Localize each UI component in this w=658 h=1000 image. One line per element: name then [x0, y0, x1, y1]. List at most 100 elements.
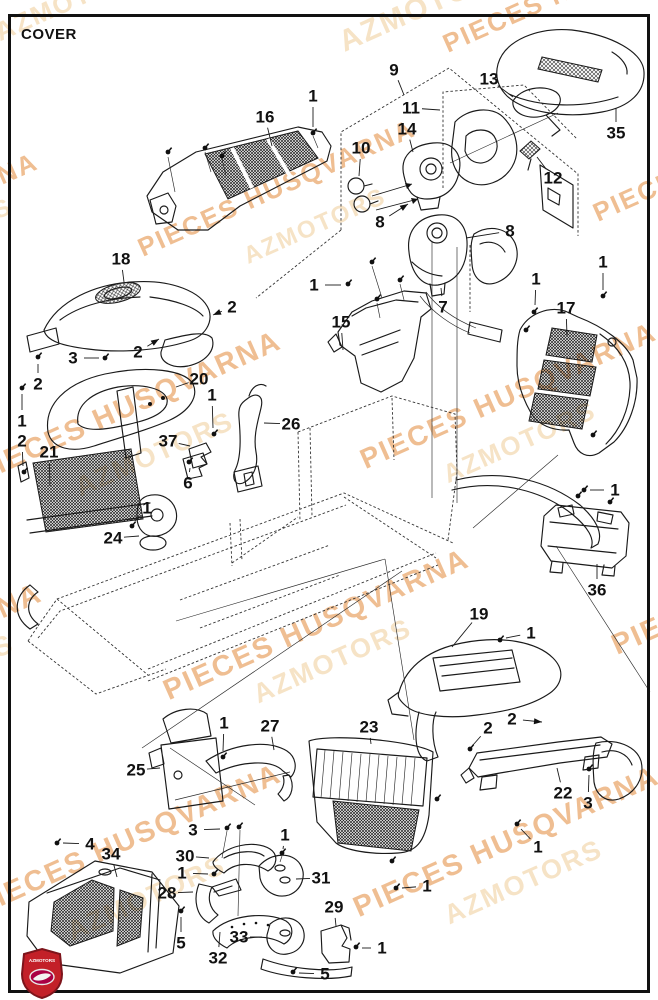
front-cover-drawing: [451, 109, 574, 229]
screw-icon: [345, 279, 353, 287]
screw-icon: [21, 467, 29, 475]
leader-line: [505, 634, 521, 639]
part-37-drawing: [188, 442, 212, 469]
part-25-drawing: [148, 708, 291, 810]
part-8-drawing: [470, 227, 518, 285]
part-number-label: 15: [332, 313, 351, 332]
leader-line: [211, 405, 214, 429]
screw-icon: [397, 275, 405, 283]
leader-line: [334, 917, 337, 927]
part-number-label: 20: [190, 370, 209, 389]
part-number-label: 23: [360, 718, 379, 737]
part-number-label: 35: [607, 124, 626, 143]
part-number-label: 1: [533, 838, 542, 857]
part-number-label: 1: [598, 253, 607, 272]
leader-arrowhead: [533, 718, 542, 725]
screw-icon: [467, 744, 475, 752]
screw-icon: [129, 521, 137, 529]
part-number-label: 12: [544, 169, 563, 188]
part-number-label: 2: [17, 432, 26, 451]
explosion-boxes: [255, 67, 579, 312]
part-22-drawing: [460, 736, 643, 801]
leader-line: [440, 287, 443, 297]
screw-icon: [389, 856, 397, 864]
leader-line: [123, 535, 140, 538]
part-number-label: 26: [282, 415, 301, 434]
part-13-drawing: [512, 87, 561, 137]
azmotors-logo: AZMOTORS: [20, 947, 64, 1000]
screw-icon: [607, 497, 615, 505]
part-number-label: 1: [142, 499, 151, 518]
leader-line: [587, 774, 590, 793]
part-27-drawing: [205, 743, 296, 802]
part-number-label: 18: [112, 250, 131, 269]
part-29-drawing: [260, 924, 353, 979]
leader-line: [409, 139, 414, 153]
screw-icon: [211, 429, 219, 437]
part-number-label: 1: [207, 386, 216, 405]
part-number-label: 2: [33, 375, 42, 394]
leader-line: [192, 872, 209, 875]
part-number-label: 8: [505, 222, 514, 241]
part-number-label: 1: [17, 412, 26, 431]
screw-icon: [219, 151, 227, 159]
part-number-label: 11: [402, 99, 420, 118]
leader-line: [295, 877, 311, 880]
part-number-label: 1: [422, 877, 431, 896]
part-number-label: 14: [398, 120, 417, 139]
screw-icon: [186, 457, 194, 465]
part-number-label: 13: [480, 70, 499, 89]
part-18-drawing: [26, 280, 214, 368]
part-number-label: 1: [526, 624, 535, 643]
part-number-label: 1: [309, 276, 318, 295]
frame-chassis: [16, 395, 601, 695]
leader-line: [298, 972, 315, 975]
screw-icon: [531, 307, 539, 315]
leader-arrowhead: [213, 309, 222, 315]
part-number-label: 9: [389, 61, 398, 80]
screw-icon: [581, 485, 589, 493]
leader-line: [177, 891, 194, 894]
part-number-label: 27: [261, 717, 280, 736]
leader-line: [358, 158, 361, 177]
part-number-label: 24: [104, 529, 123, 548]
screw-icon: [220, 752, 228, 760]
part-number-label: 1: [280, 826, 289, 845]
part-number-label: 21: [40, 443, 59, 462]
part-7-drawing: [408, 214, 503, 343]
screw-icon: [202, 143, 210, 151]
part-34-drawing: [26, 860, 180, 974]
leader-line: [48, 462, 51, 487]
logo-text: AZMOTORS: [29, 958, 55, 963]
screw-icon: [393, 883, 401, 891]
leader-line: [175, 382, 189, 388]
part-number-label: 25: [127, 761, 146, 780]
leader-line: [556, 767, 561, 783]
part-number-label: 30: [176, 847, 195, 866]
leader-line: [62, 842, 80, 845]
part-number-label: 33: [230, 928, 249, 947]
part-number-label: 1: [610, 481, 619, 500]
part-26-drawing: [233, 383, 267, 493]
screw-icon: [19, 383, 27, 391]
screw-icon: [497, 635, 505, 643]
screw-icon: [290, 967, 298, 975]
screw-icon: [165, 147, 173, 155]
screw-icon: [310, 128, 318, 136]
part-35-drawing: [496, 29, 645, 116]
leader-line: [271, 736, 275, 751]
leader-line: [263, 422, 281, 425]
leader-line: [113, 864, 118, 878]
part-12-drawing: [519, 140, 541, 171]
screw-icon: [353, 942, 361, 950]
part-number-label: 1: [531, 270, 540, 289]
leader-line: [421, 108, 441, 111]
part-number-label: 34: [102, 845, 121, 864]
part-16-drawing: [146, 126, 332, 231]
leader-line: [536, 156, 547, 170]
logo-swoosh: [33, 973, 51, 981]
leader-line: [565, 318, 568, 336]
leader-line: [451, 622, 473, 648]
part-6-drawing: [182, 452, 208, 480]
